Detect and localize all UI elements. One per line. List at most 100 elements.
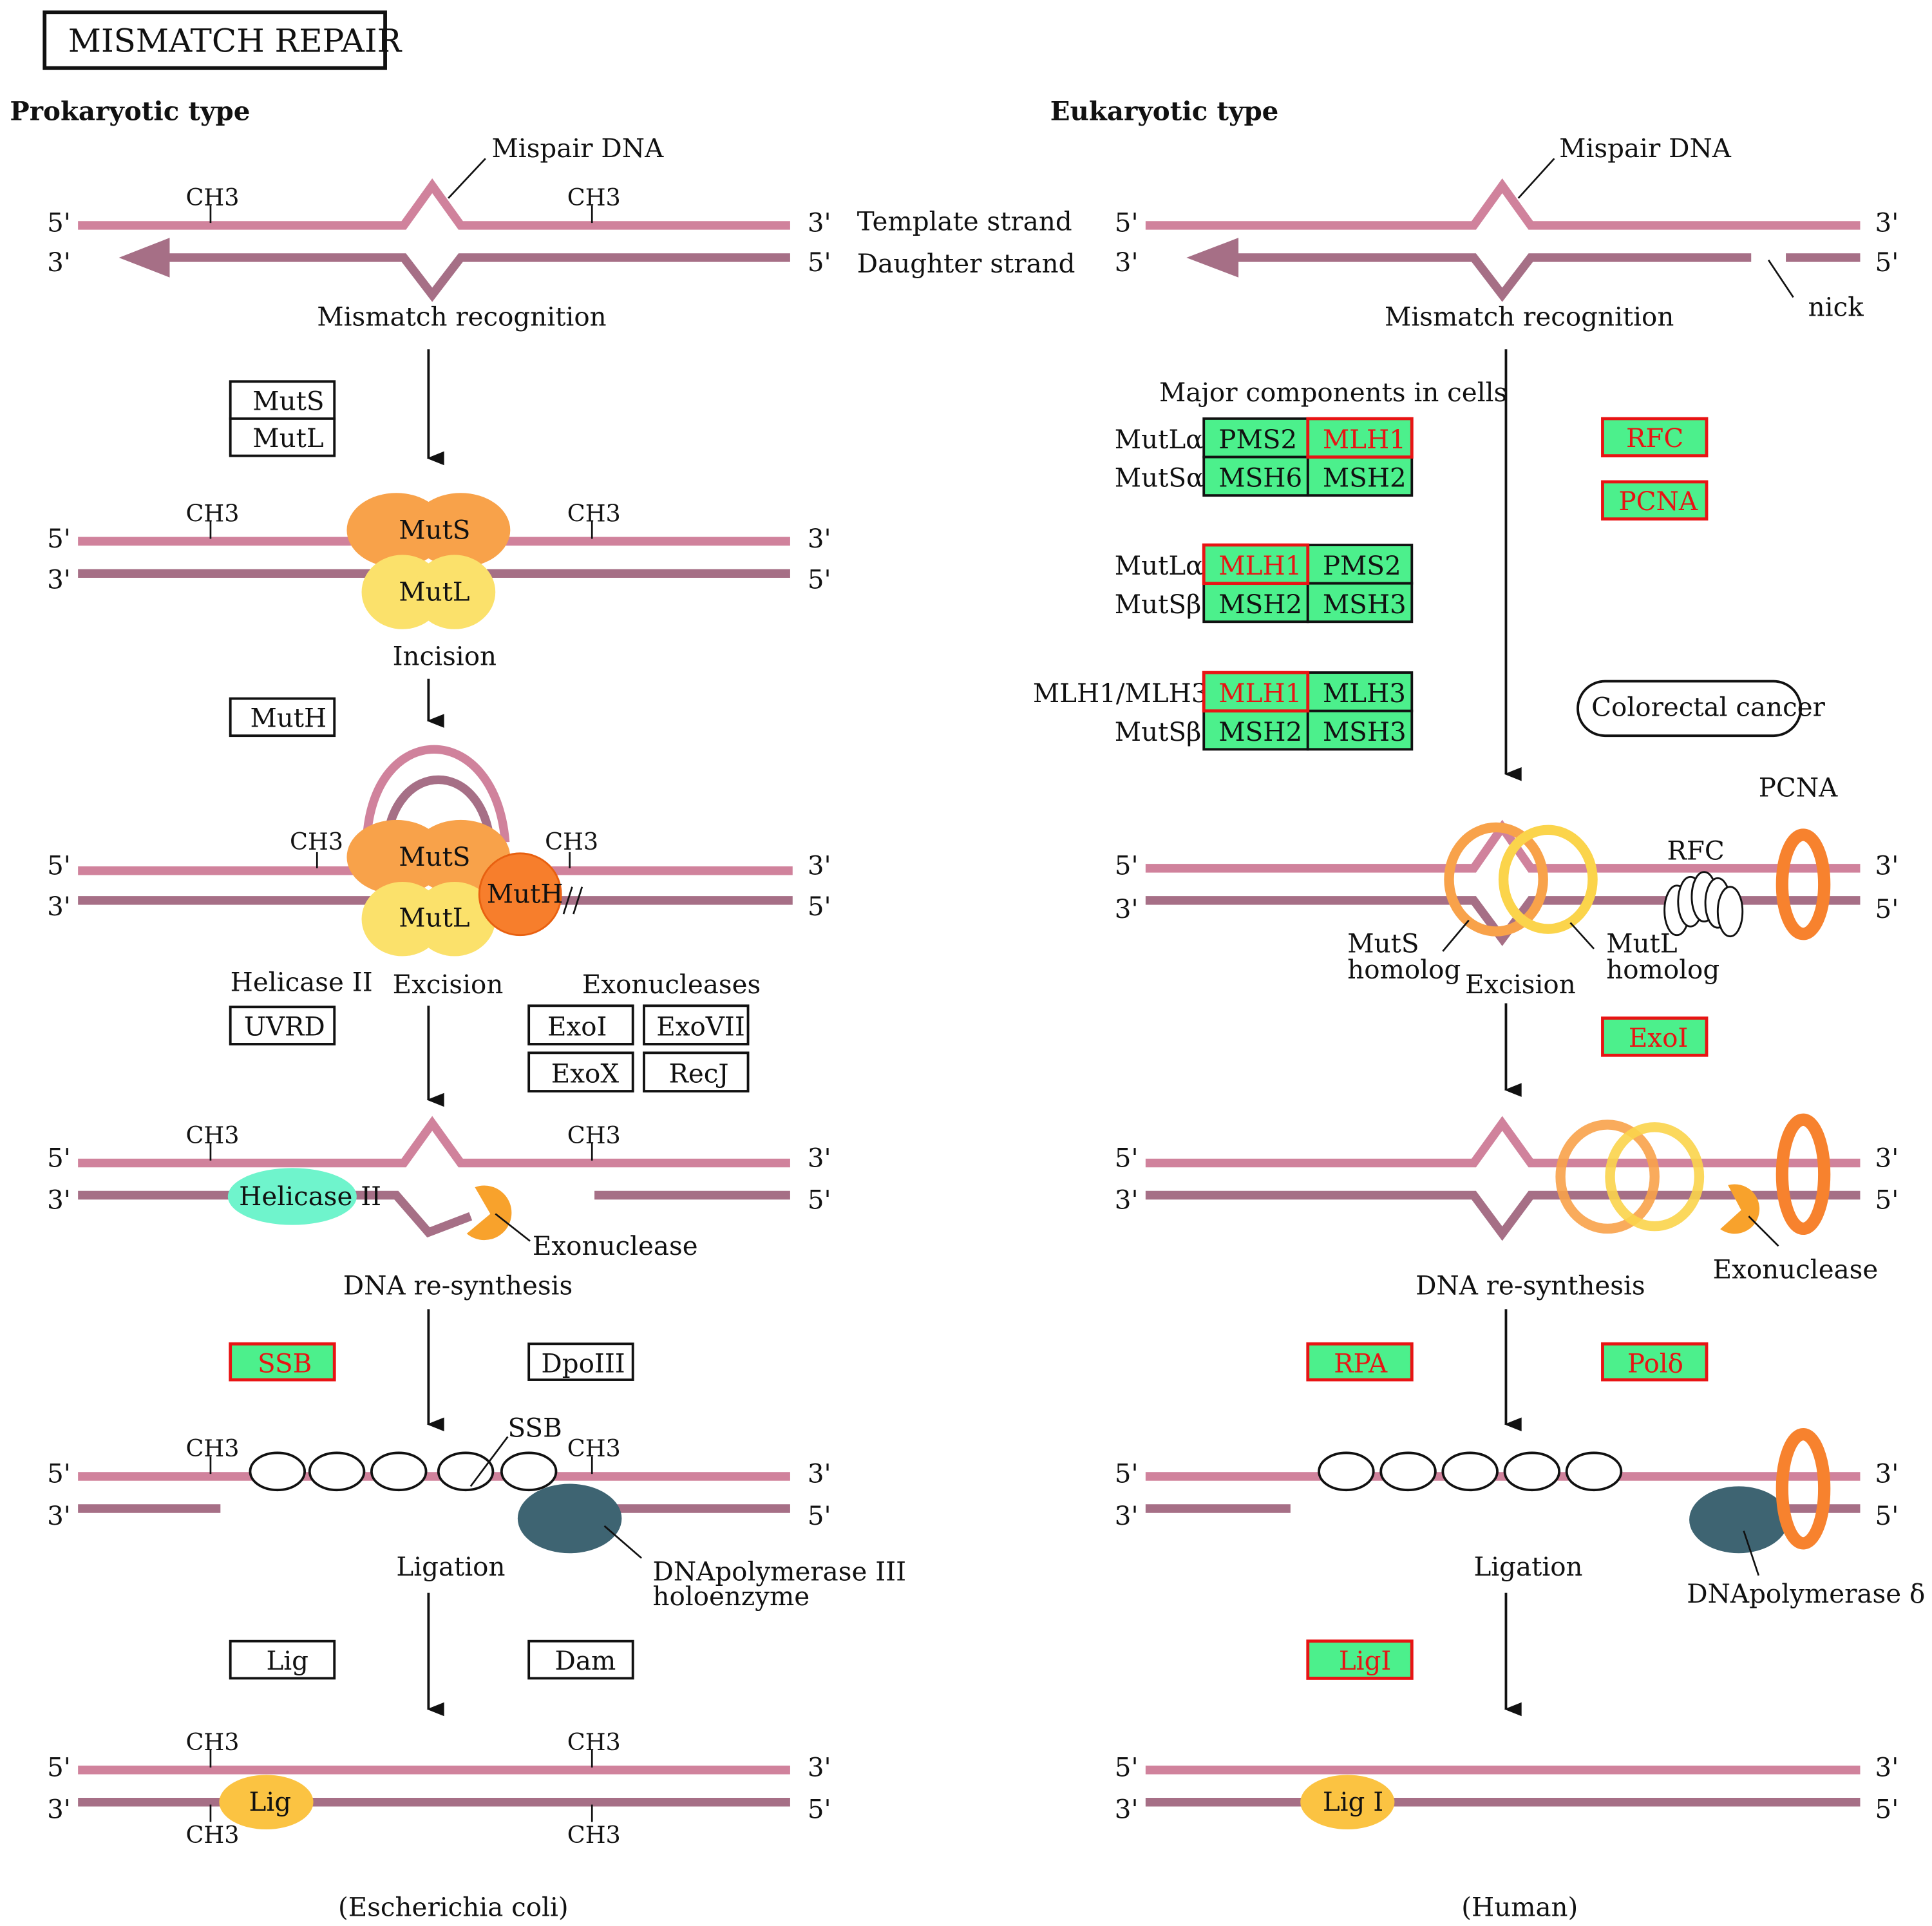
gene-box-exovii[interactable]: ExoVII — [643, 1004, 750, 1045]
gene-cell-mlh1[interactable] — [1202, 671, 1310, 713]
ligase-label: Lig — [249, 1787, 292, 1817]
step-excision: Excision — [393, 969, 504, 1000]
gene-box-exox[interactable]: ExoX — [527, 1051, 634, 1092]
five-prime-label: 5' — [47, 1459, 71, 1489]
gene-cell-msh6[interactable] — [1202, 455, 1309, 497]
step-excision: Excision — [1465, 969, 1576, 1000]
prokaryotic-heading: Prokaryotic type — [10, 96, 250, 127]
muth-protein — [478, 852, 562, 937]
five-prime-label: 5' — [1875, 1795, 1899, 1825]
gene-box-muts[interactable]: MutS — [229, 380, 336, 420]
three-prime-label: 3' — [1115, 1501, 1139, 1531]
mutl-homolog-clamp — [1498, 825, 1598, 934]
gene-cell-mlh1[interactable] — [1202, 543, 1310, 586]
prok-dna-muth-incision: MutS MutL MutH CH3 CH3 5' 3' 3' 5' — [47, 745, 831, 957]
mutl-homolog-label: homolog — [1606, 955, 1719, 985]
gene-cell-pms2[interactable] — [1306, 544, 1414, 585]
gene-box-exoi[interactable]: ExoI — [1601, 1016, 1709, 1057]
gene-box-ligi[interactable]: LigI — [1306, 1639, 1414, 1680]
exonuclease-label: Exonuclease — [533, 1231, 698, 1261]
step-ligation: Ligation — [396, 1552, 505, 1582]
gene-box-ssb[interactable]: SSB — [229, 1342, 336, 1382]
five-prime-label: 5' — [808, 1501, 831, 1531]
five-prime-label: 5' — [1115, 1143, 1139, 1173]
polymerase-label: DNApolymerase III — [652, 1557, 906, 1587]
complex-table: MutLα MutSβ MLH1 PMS2 MSH2 MSH3 — [1115, 543, 1414, 624]
exonuclease-protein — [1720, 1184, 1760, 1234]
three-prime-label: 3' — [47, 1795, 71, 1825]
gene-label: MSH2 — [1218, 717, 1302, 747]
helicase-protein — [227, 1168, 357, 1225]
three-prime-label: 3' — [808, 851, 831, 881]
ligase-label: Lig I — [1323, 1787, 1383, 1817]
rfc-complex — [1663, 871, 1744, 938]
gene-cell-msh3[interactable] — [1306, 582, 1414, 624]
three-prime-label: 3' — [47, 1185, 71, 1216]
gene-label: RPA — [1334, 1348, 1388, 1378]
gene-box-recj[interactable]: RecJ — [643, 1051, 750, 1092]
gene-label: MutH — [250, 703, 327, 734]
complex-label: MutLα — [1115, 424, 1204, 455]
gene-label: Dam — [555, 1646, 616, 1676]
template-strand-label: Template strand — [857, 207, 1072, 237]
pcna-label: PCNA — [1759, 772, 1838, 803]
exonuclease-protein — [466, 1185, 512, 1241]
gene-label: LigI — [1339, 1646, 1392, 1676]
gene-label: UVRD — [244, 1011, 325, 1042]
complex-label: MutSβ — [1115, 589, 1202, 620]
methyl-label: CH3 — [290, 828, 343, 855]
five-prime-label: 5' — [1115, 1752, 1139, 1782]
gene-label: MSH2 — [1323, 463, 1406, 493]
mispair-dna-label: Mispair DNA — [1559, 133, 1732, 164]
gene-box-pold[interactable]: Polδ — [1601, 1342, 1709, 1382]
disease-label: Colorectal cancer — [1591, 692, 1825, 722]
methyl-label: CH3 — [185, 184, 239, 211]
gene-cell-pms2[interactable] — [1202, 417, 1309, 459]
gene-box-mutl[interactable]: MutL — [229, 417, 336, 457]
gene-box-pcna[interactable]: PCNA — [1601, 480, 1709, 521]
gene-label: MutL — [252, 423, 323, 453]
three-prime-label: 3' — [47, 247, 71, 278]
three-prime-label: 3' — [1115, 1185, 1139, 1216]
gene-cell-mlh1[interactable] — [1306, 417, 1414, 459]
methyl-label: CH3 — [185, 1728, 239, 1756]
three-prime-label: 3' — [1115, 247, 1139, 278]
complex-label: MLH1/MLH3 — [1033, 678, 1208, 709]
methyl-label: CH3 — [185, 1435, 239, 1462]
five-prime-label: 5' — [1115, 851, 1139, 881]
five-prime-label: 5' — [808, 247, 831, 278]
components-heading: Major components in cells — [1159, 377, 1507, 408]
pcna-clamp — [1776, 1428, 1831, 1550]
gene-box-rfc[interactable]: RFC — [1601, 417, 1709, 458]
gene-box-uvrd[interactable]: UVRD — [229, 1006, 336, 1045]
complex-table: MutLα MutSα PMS2 MLH1 MSH6 MSH2 — [1115, 417, 1414, 497]
three-prime-label: 3' — [47, 891, 71, 922]
ligase-protein — [1300, 1775, 1395, 1830]
template-strand — [78, 178, 790, 230]
five-prime-label: 5' — [1115, 208, 1139, 238]
methyl-label: CH3 — [185, 1121, 239, 1149]
gene-box-rpa[interactable]: RPA — [1306, 1342, 1414, 1382]
gene-box-dam[interactable]: Dam — [527, 1639, 634, 1680]
methyl-label: CH3 — [567, 1728, 621, 1756]
gene-label: MSH2 — [1218, 589, 1302, 620]
five-prime-label: 5' — [47, 1143, 71, 1173]
gene-label: PCNA — [1618, 486, 1698, 517]
disease-link-colorectal-cancer[interactable]: Colorectal cancer — [1577, 680, 1826, 738]
gene-cell-msh2[interactable] — [1202, 709, 1309, 751]
gene-box-dpoliii[interactable]: DpoIII — [527, 1342, 634, 1381]
gene-label: RecJ — [668, 1059, 728, 1089]
three-prime-label: 3' — [1115, 894, 1139, 924]
muts-label: MutS — [399, 842, 470, 872]
pcna-clamp — [1776, 1113, 1831, 1235]
gene-box-muth[interactable]: MutH — [229, 697, 336, 738]
five-prime-label: 5' — [808, 564, 831, 595]
prok-dna-muts-mutl: MutS MutL CH3 CH3 5' 3' 3' 5' — [47, 493, 831, 629]
euk-dna-resynthesis: DNApolymerase δ 5' 3' 3' 5' — [1115, 1428, 1925, 1609]
gene-box-exoi[interactable]: ExoI — [527, 1004, 634, 1045]
five-prime-label: 5' — [808, 891, 831, 922]
gene-box-lig[interactable]: Lig — [229, 1639, 336, 1680]
gene-cell-msh3[interactable] — [1306, 709, 1414, 751]
gene-label: PMS2 — [1323, 551, 1401, 581]
